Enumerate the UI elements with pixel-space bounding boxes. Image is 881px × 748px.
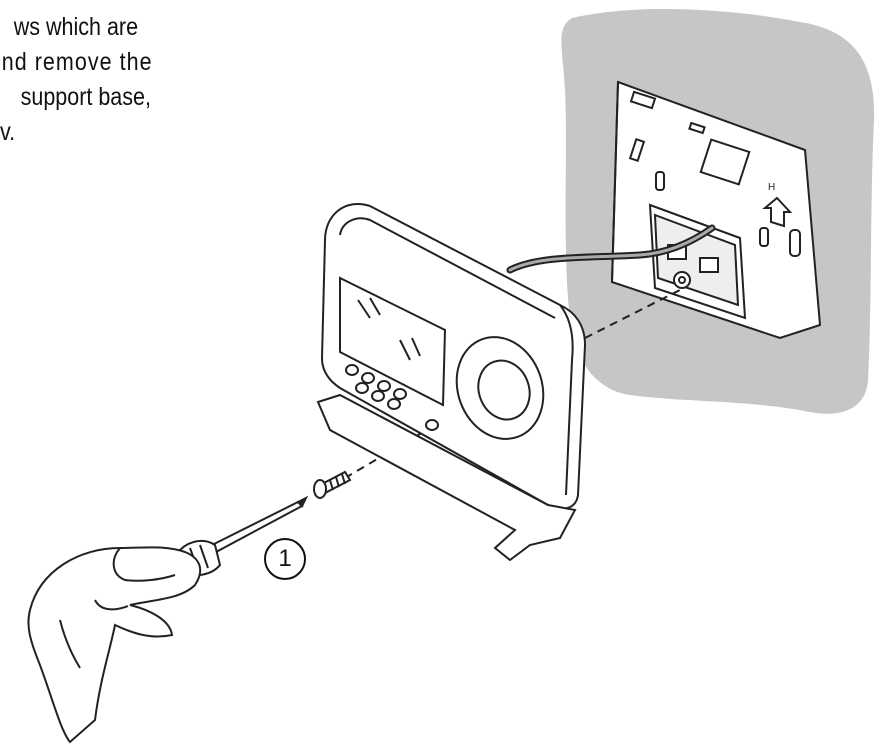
instruction-line-3: support base, bbox=[20, 83, 151, 111]
instruction-line-1: ws which are bbox=[13, 13, 139, 41]
hand-icon bbox=[27, 546, 202, 744]
instruction-line-4: v. bbox=[0, 118, 16, 146]
up-arrow-icon bbox=[762, 196, 793, 228]
mounting-plate-icon bbox=[610, 80, 822, 340]
step-number: 1 bbox=[278, 545, 292, 572]
step-callout: 1 bbox=[264, 538, 306, 580]
screw-icon bbox=[313, 470, 352, 499]
svg-text:H: H bbox=[768, 182, 775, 193]
instruction-line-2: nd remove the bbox=[1, 48, 153, 76]
thermostat-device-icon bbox=[316, 203, 587, 562]
instruction-text: ws which are nd remove the support base,… bbox=[0, 10, 198, 150]
